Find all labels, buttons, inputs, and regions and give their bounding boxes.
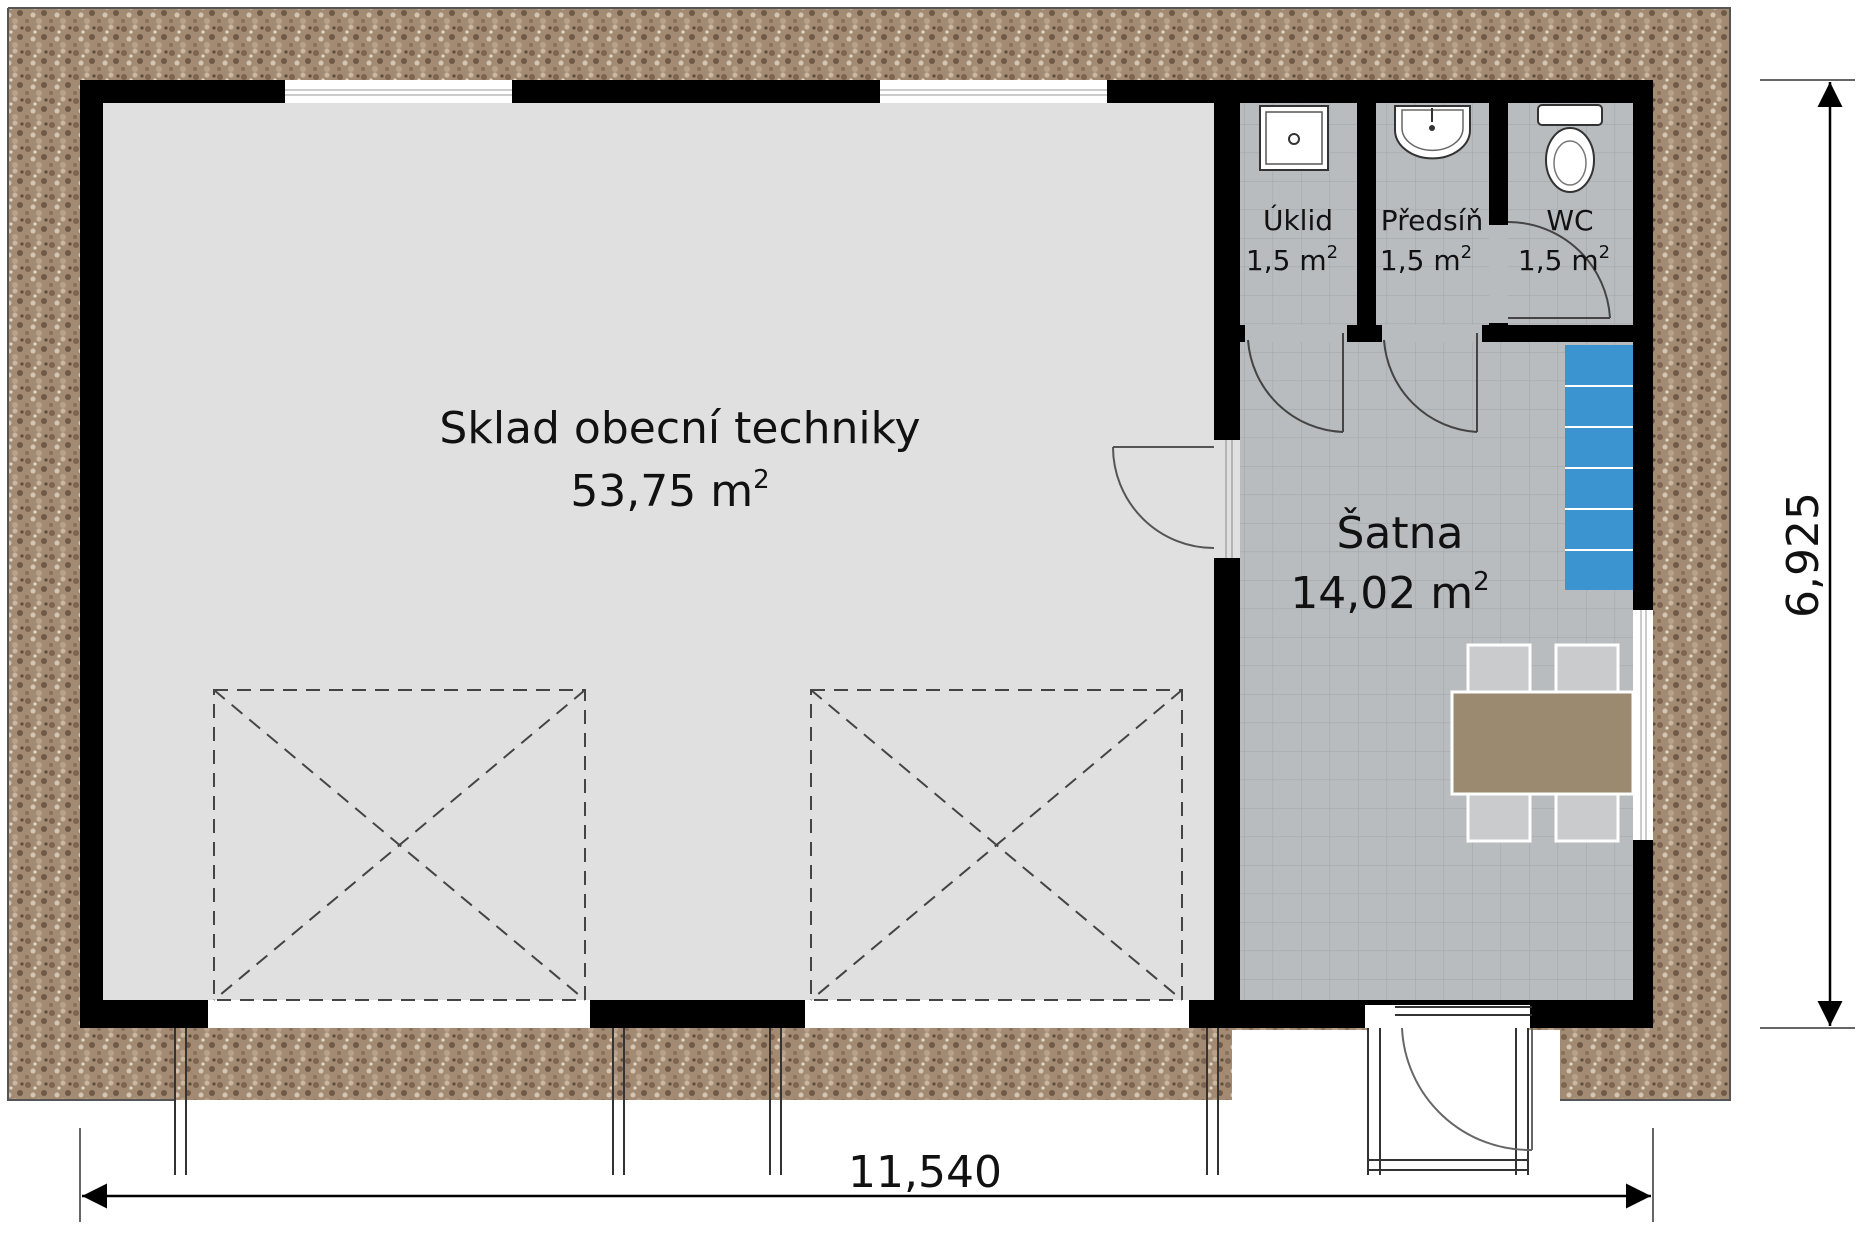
chair-icon <box>1466 791 1532 843</box>
toilet-icon <box>1537 104 1603 193</box>
window-icon <box>1633 610 1653 840</box>
washbasin-icon <box>1394 105 1471 160</box>
room-floor-sklad <box>103 103 1214 1000</box>
sink-icon <box>1259 105 1329 171</box>
stairs-icon <box>1565 345 1633 590</box>
room-area-wc: 1,5 m2 <box>1518 242 1610 277</box>
room-area-predsin: 1,5 m2 <box>1380 242 1472 277</box>
room-name-wc: WC <box>1546 204 1593 237</box>
door-opening <box>1489 225 1508 323</box>
dimension-height-label: 6,925 <box>1778 492 1829 618</box>
room-area-satna: 14,02 m2 <box>1290 567 1489 619</box>
driveway-lines <box>174 1028 1219 1175</box>
table-icon <box>1450 690 1635 796</box>
door-opening <box>1214 440 1240 558</box>
dimension-height: 6,925 <box>1760 79 1855 1029</box>
room-name-sklad: Sklad obecní techniky <box>439 403 920 454</box>
door-opening <box>1245 325 1347 342</box>
door-swing-icon <box>1247 220 1611 433</box>
door-swing-icon <box>1112 446 1215 549</box>
door-swing-icon <box>1401 1027 1533 1152</box>
garage-door-projection <box>213 689 1183 1001</box>
chair-icon <box>1554 643 1620 695</box>
window-icon <box>285 80 1107 103</box>
door-opening <box>1382 325 1482 342</box>
chair-icon <box>1554 791 1620 843</box>
room-area-sklad: 53,75 m2 <box>570 465 769 517</box>
dimension-width-label: 11,540 <box>848 1147 1002 1198</box>
dimension-width: 11,540 <box>79 1128 1654 1222</box>
garage-door-icon <box>206 1000 1191 1028</box>
room-name-uklid: Úklid <box>1263 203 1333 237</box>
room-name-predsin: Předsíň <box>1381 204 1483 237</box>
room-name-satna: Šatna <box>1337 506 1464 559</box>
entrance-porch <box>1365 1005 1533 1178</box>
chair-icon <box>1466 643 1532 695</box>
room-area-uklid: 1,5 m2 <box>1246 242 1338 277</box>
table-group <box>1450 643 1635 843</box>
